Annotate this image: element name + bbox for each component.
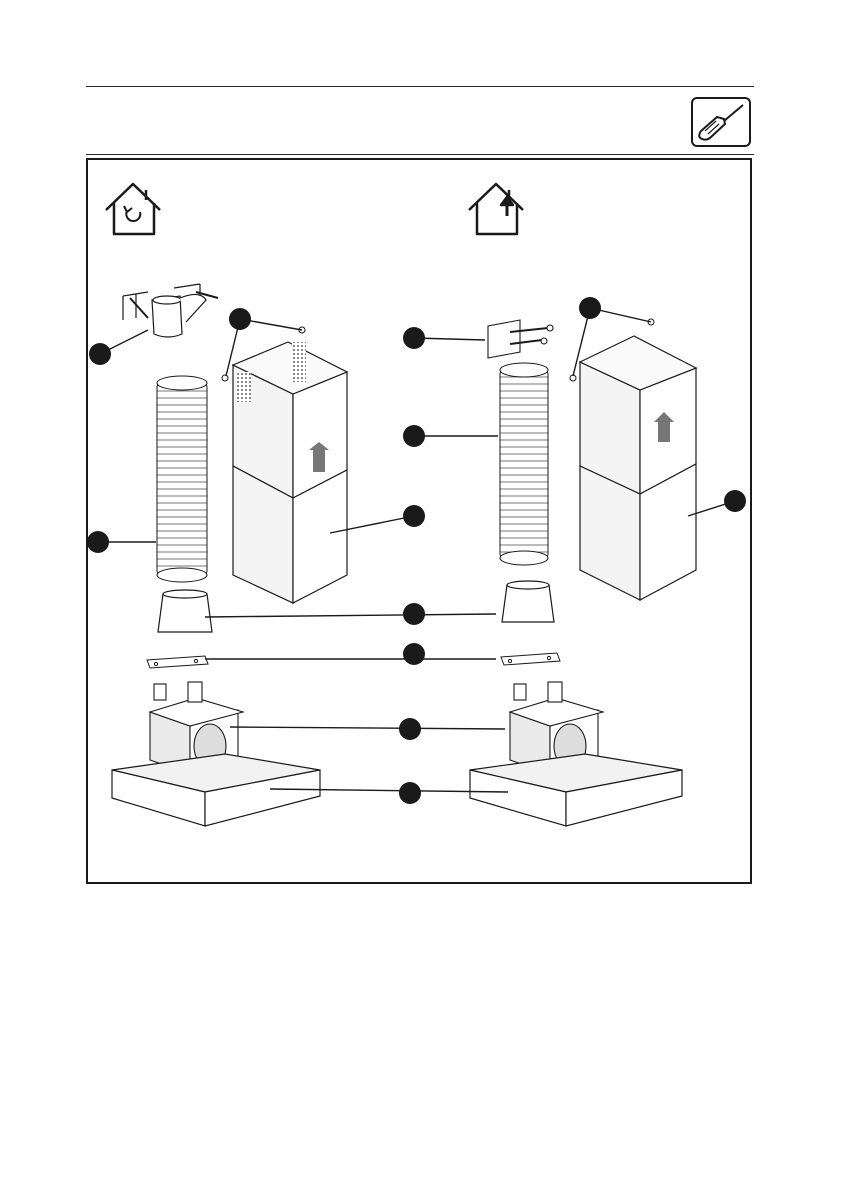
chimney-cover-left xyxy=(233,342,347,603)
flexible-hose-right xyxy=(500,363,548,565)
callout-marker xyxy=(89,343,111,365)
callout-marker xyxy=(403,327,425,349)
hood-canopy-right xyxy=(470,754,682,826)
house-recirculation-icon xyxy=(106,184,160,234)
transition-piece-left xyxy=(158,590,212,632)
callout-marker xyxy=(403,505,425,527)
callout-marker xyxy=(403,643,425,665)
callout-marker xyxy=(399,718,421,740)
mounting-rail-left xyxy=(147,656,208,668)
callout-marker xyxy=(403,603,425,625)
mounting-rail-right xyxy=(501,653,560,665)
callout-marker xyxy=(229,308,251,330)
flexible-hose-left xyxy=(157,376,207,582)
house-extraction-icon xyxy=(469,184,523,234)
hood-canopy-left xyxy=(112,754,320,826)
callout-marker xyxy=(399,782,421,804)
callout-marker xyxy=(724,490,746,512)
transition-piece-right xyxy=(502,581,554,622)
callout-marker xyxy=(403,425,425,447)
callout-marker xyxy=(579,297,601,319)
callout-marker xyxy=(87,531,109,553)
air-deflector-part xyxy=(123,284,218,337)
chimney-cover-right xyxy=(580,336,696,600)
wall-bracket-right xyxy=(488,320,553,358)
